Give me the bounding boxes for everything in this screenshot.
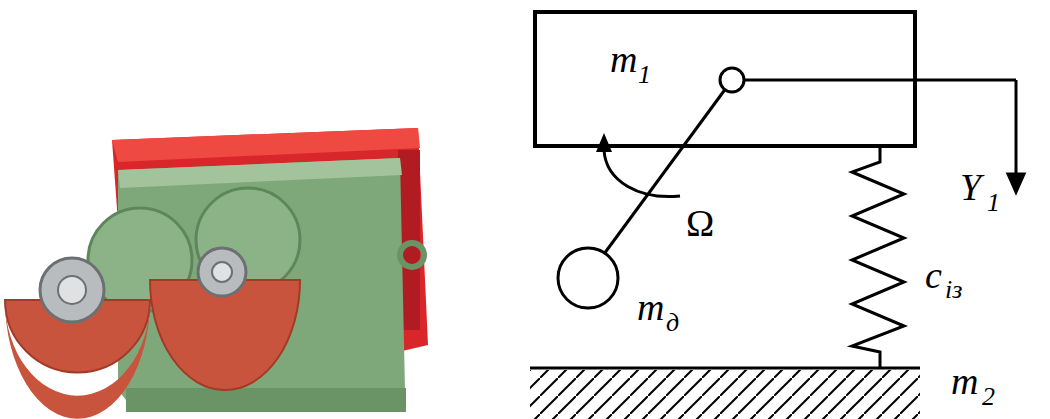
gearbox-foot (126, 388, 406, 412)
housing-top (112, 128, 420, 162)
symbol-label: c (925, 256, 942, 294)
arrow-head (1008, 174, 1024, 192)
gearbox-body (118, 158, 405, 405)
mass-box: m1 (533, 10, 917, 148)
shaft-hub (58, 276, 86, 304)
subscript: 2 (982, 384, 995, 410)
gearbox-top (118, 158, 402, 188)
ground-line (530, 367, 920, 370)
symbol-label: Y (960, 168, 981, 206)
subscript: 1 (987, 190, 1000, 216)
shaft-hub (40, 258, 104, 322)
symbol-label: m (637, 288, 664, 326)
shaft-hub (212, 262, 232, 282)
shaft-hub (198, 248, 246, 296)
lifting-eye (400, 243, 424, 267)
ground-hatch (530, 370, 920, 419)
pivot (720, 68, 744, 92)
subscript: із (945, 277, 962, 303)
displacement-arrow (1015, 80, 1018, 176)
mass-label: m (610, 40, 637, 78)
rotation-arc (604, 150, 680, 197)
unbalanced-mass (558, 248, 618, 308)
crank-arm (604, 80, 732, 254)
arrow-head (596, 133, 612, 152)
displacement-line (732, 79, 1016, 82)
schematic (530, 68, 1024, 419)
vibrator-photo (5, 128, 428, 419)
symbol-label: Ω (686, 204, 714, 242)
subscript: д (666, 310, 679, 336)
symbol-label: m (951, 362, 978, 400)
spring (852, 148, 904, 368)
subscript: 1 (638, 62, 651, 88)
